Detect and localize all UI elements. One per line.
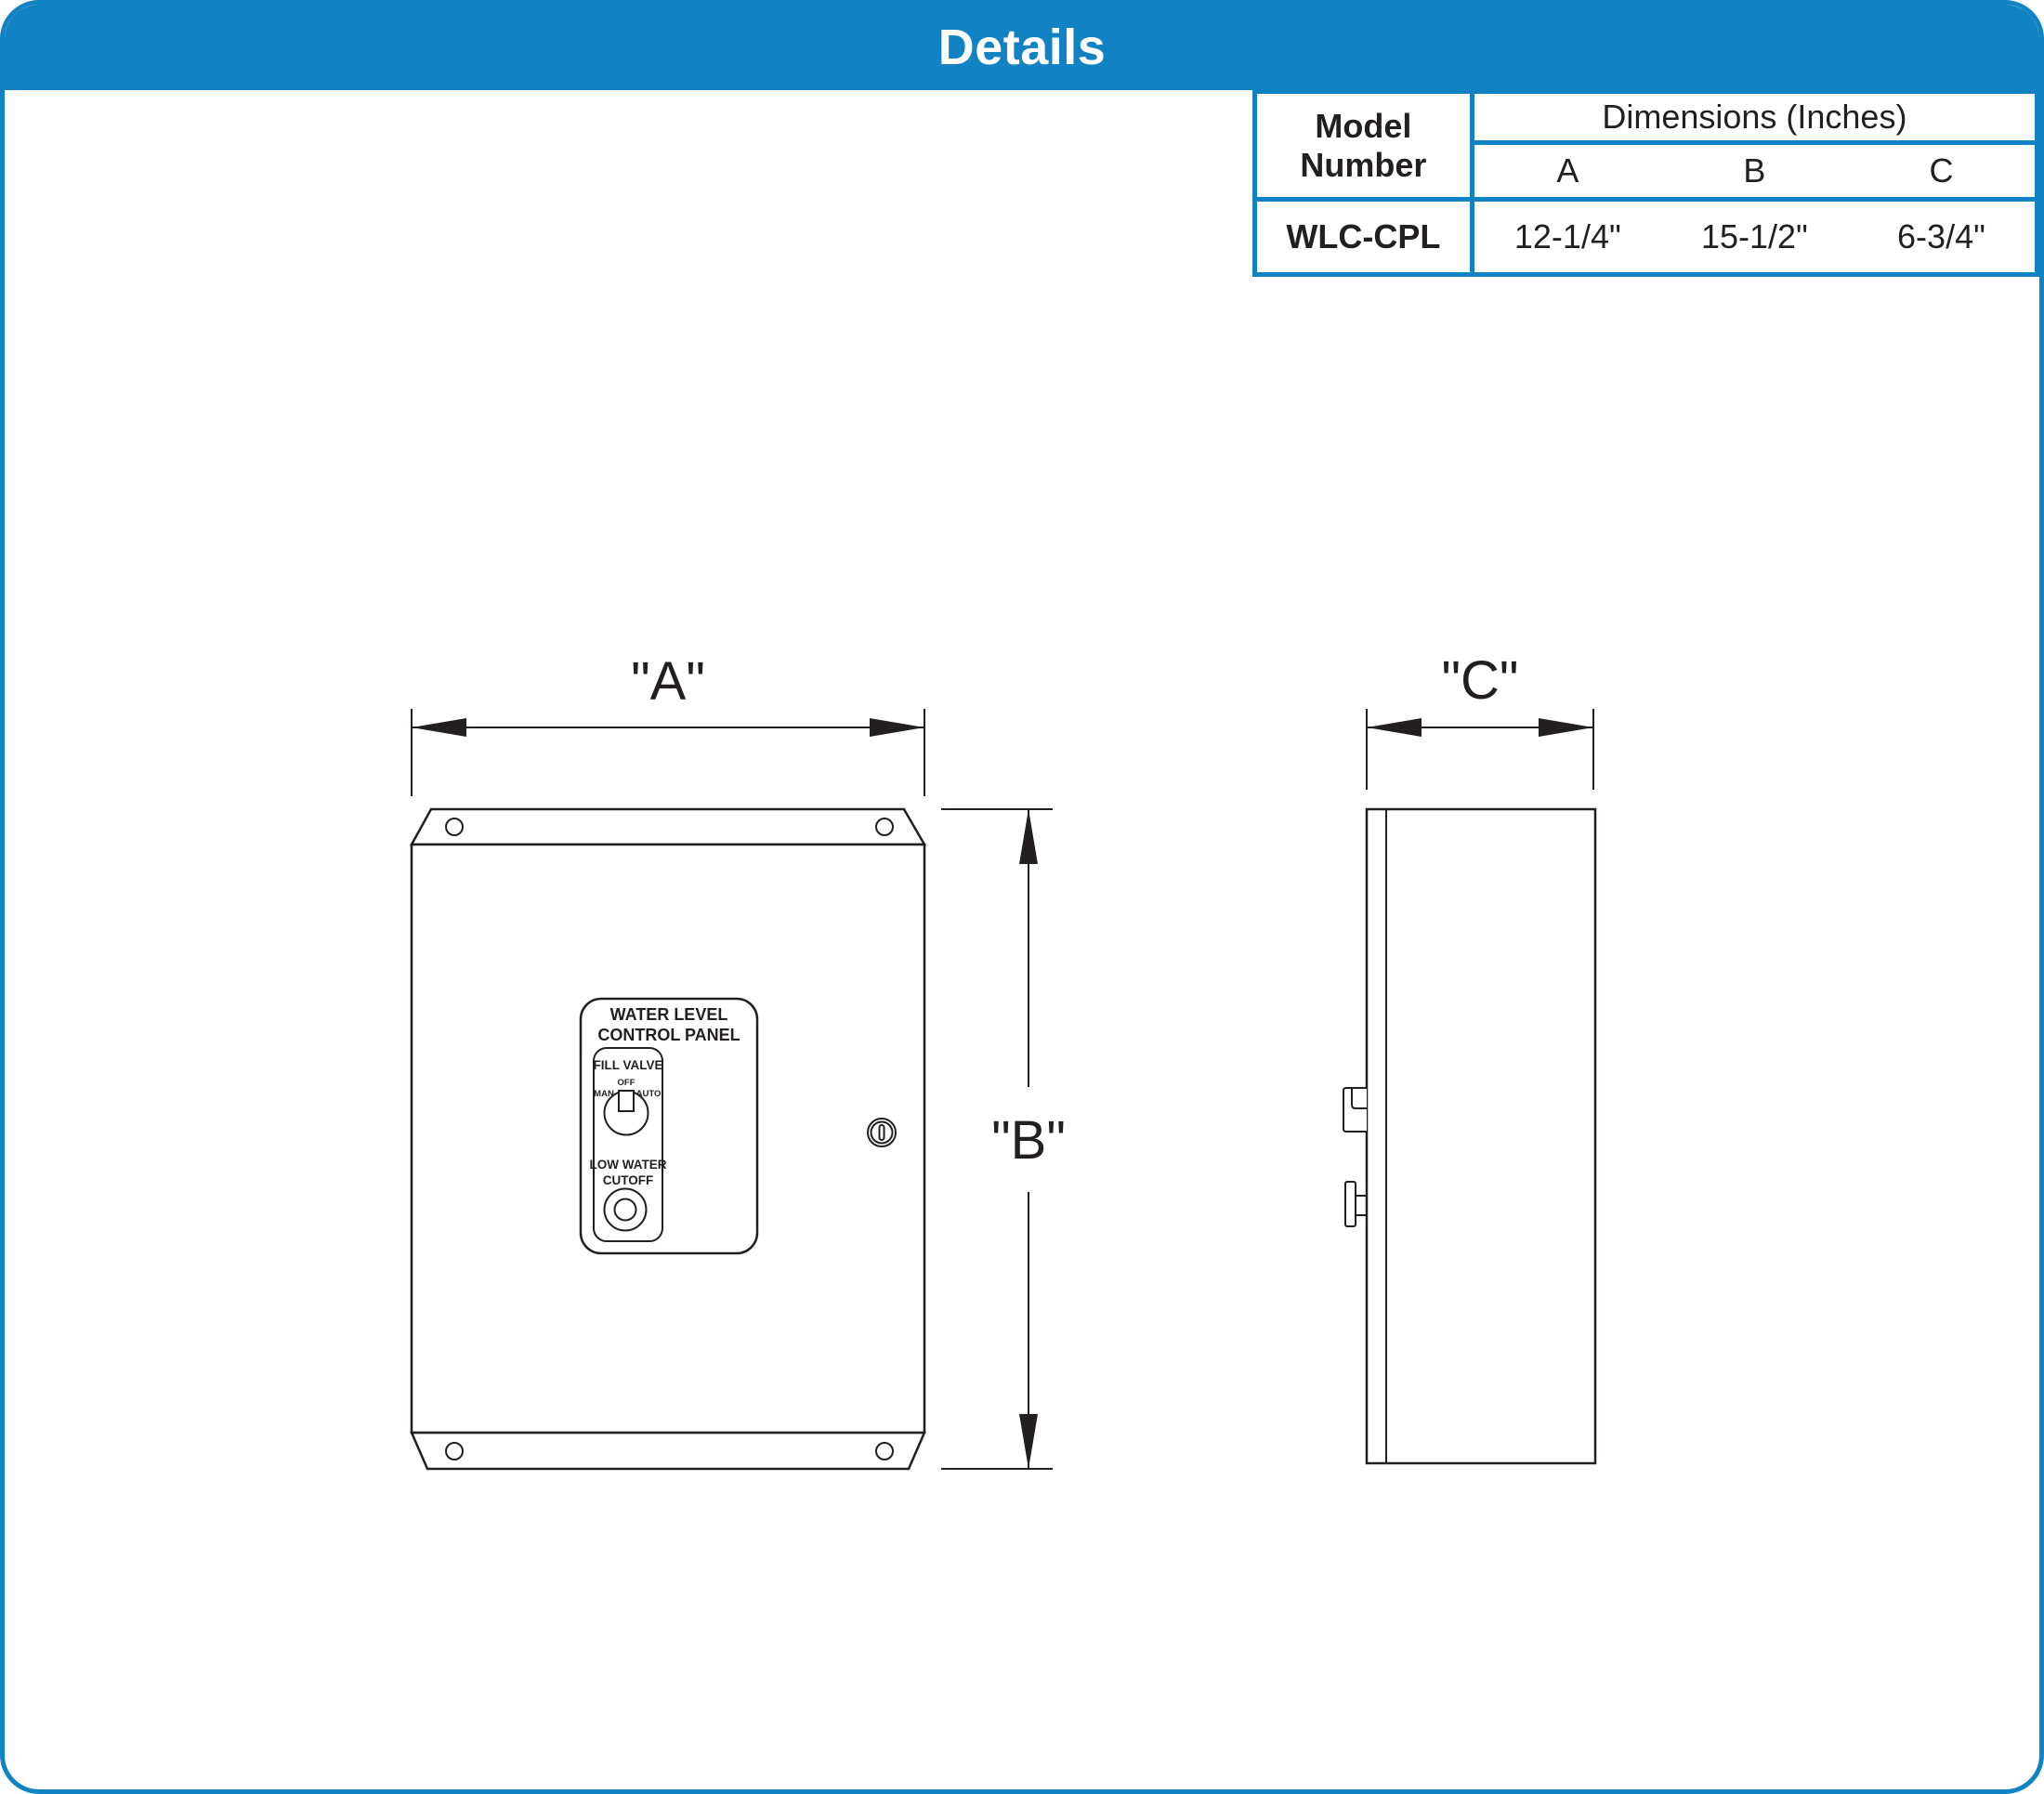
low-water-label-line1: LOW WATER	[590, 1158, 667, 1172]
dimension-a-value: 12-1/4"	[1469, 197, 1661, 277]
fill-valve-knob-pointer	[618, 1090, 635, 1112]
mounting-hole	[445, 1442, 464, 1460]
dimension-a: "A"	[411, 651, 925, 796]
dimensions-table: Model Number Dimensions (Inches) A B C W…	[1252, 89, 2039, 277]
side-view	[1343, 807, 1597, 1465]
hinge-bracket-step	[1351, 1088, 1367, 1109]
low-water-cutoff-button	[613, 1198, 637, 1222]
mounting-hole	[445, 818, 464, 836]
table-column-c: C	[1847, 140, 2039, 202]
door-lock-icon	[867, 1118, 897, 1147]
dim-c-arrowhead-left	[1367, 718, 1422, 737]
front-view: WATER LEVEL CONTROL PANEL FILL VALVE OFF…	[409, 807, 927, 1471]
table-column-b: B	[1660, 140, 1848, 202]
table-header-model-number: Model Number	[1252, 89, 1474, 202]
mounting-hole	[875, 1442, 894, 1460]
dim-a-arrowhead-right	[870, 718, 924, 737]
low-water-label-line2: CUTOFF	[603, 1173, 654, 1187]
knob-position-man: MAN	[594, 1089, 614, 1099]
hinge-bracket	[1343, 1087, 1367, 1133]
side-enclosure-body	[1365, 807, 1597, 1465]
table-column-a: A	[1469, 140, 1661, 202]
table-row: WLC-CPL 12-1/4" 15-1/2" 6-3/4"	[1252, 197, 2039, 277]
technical-drawing: "A" "C" "B"	[409, 650, 1597, 1471]
header-bar: Details	[5, 5, 2039, 90]
latch-handle	[1344, 1181, 1367, 1227]
dimension-c-value: 6-3/4"	[1847, 197, 2039, 277]
dimension-c: "C"	[1366, 650, 1594, 790]
knob-position-off: OFF	[618, 1078, 635, 1088]
dim-b-label: "B"	[991, 1110, 1066, 1171]
door-lock-keyslot	[878, 1124, 885, 1141]
door-lock-inner-ring	[870, 1120, 894, 1145]
panel-title-line1: WATER LEVEL	[610, 1005, 728, 1024]
hinge-bracket-outline	[1343, 1087, 1367, 1133]
latch-handle-bar	[1344, 1181, 1356, 1227]
bottom-mounting-flange	[410, 1431, 926, 1471]
panel-title-line2: CONTROL PANEL	[597, 1026, 740, 1044]
dim-c-label: "C"	[1441, 650, 1518, 711]
top-mounting-flange	[409, 807, 927, 846]
fill-valve-label: FILL VALVE	[593, 1058, 662, 1072]
dimension-b-value: 15-1/2"	[1660, 197, 1848, 277]
page-title: Details	[937, 20, 1107, 75]
dim-a-arrowhead-left	[412, 718, 466, 737]
mounting-hole	[875, 818, 894, 836]
dimension-b: "B"	[941, 808, 1066, 1470]
dim-b-arrowhead-bottom	[1019, 1414, 1038, 1469]
model-number-cell: WLC-CPL	[1252, 197, 1474, 277]
table-header-dimensions: Dimensions (Inches)	[1469, 89, 2039, 145]
dim-b-arrowhead-top	[1019, 809, 1038, 864]
dim-c-arrowhead-right	[1539, 718, 1593, 737]
dim-a-label: "A"	[631, 651, 705, 712]
knob-position-auto: AUTO	[636, 1089, 662, 1099]
